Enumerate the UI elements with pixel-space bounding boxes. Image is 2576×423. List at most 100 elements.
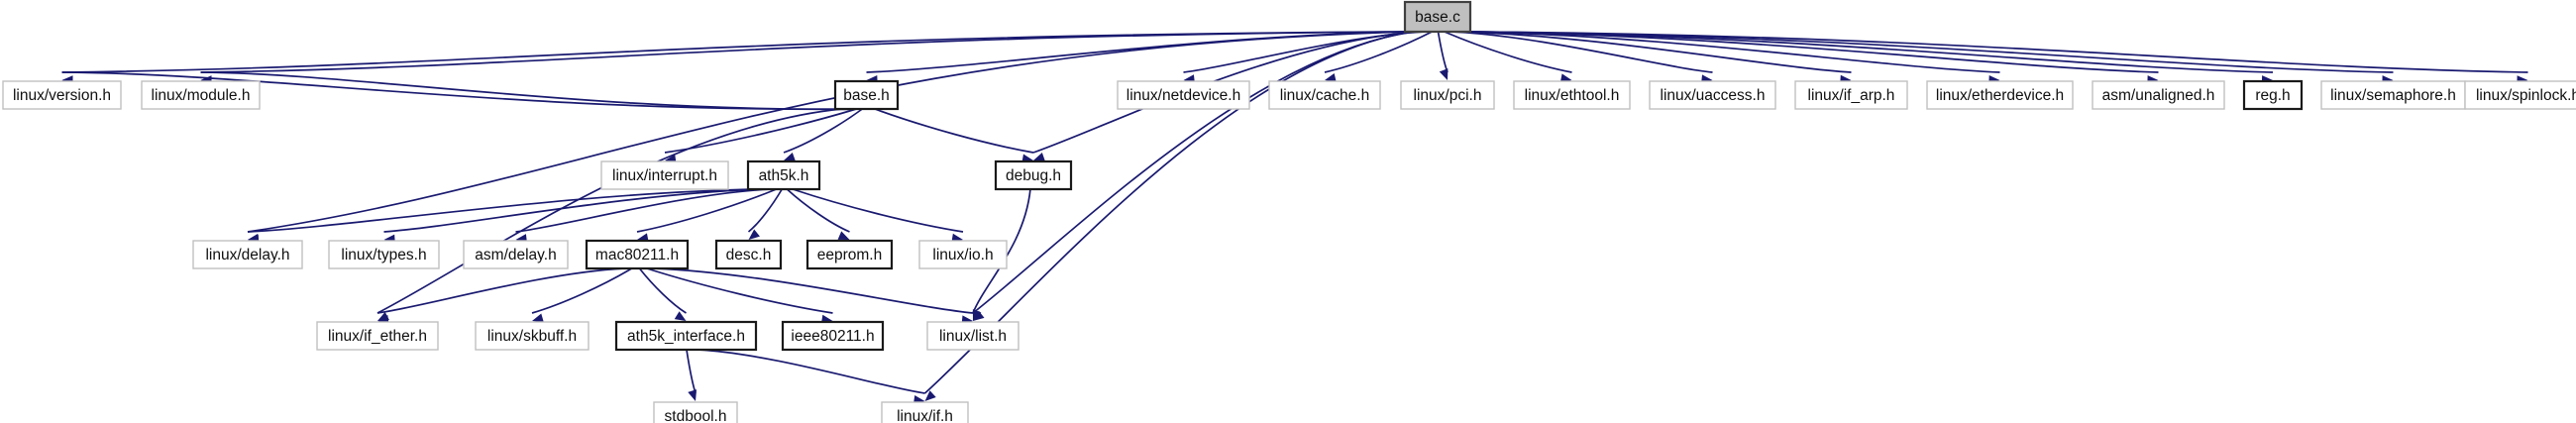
graph-node-base-h[interactable]: base.h <box>833 79 900 111</box>
graph-node-reg-h[interactable]: reg.h <box>2242 79 2304 111</box>
node-box[interactable] <box>1268 80 1381 110</box>
graph-node-types-h[interactable]: linux/types.h <box>328 240 440 269</box>
node-label: eeprom.h <box>817 247 882 264</box>
node-box[interactable] <box>614 320 758 352</box>
graph-node-module-h[interactable]: linux/module.h <box>141 80 261 110</box>
dependency-edge <box>61 31 1409 73</box>
graph-node-semaphore-h[interactable]: linux/semaphore.h <box>2320 80 2466 110</box>
dependency-edge <box>531 267 633 314</box>
node-box[interactable] <box>192 240 303 269</box>
graph-node-etherdevice-h[interactable]: linux/etherdevice.h <box>1926 80 2074 110</box>
node-box[interactable] <box>600 160 729 190</box>
node-label: linux/spinlock.h <box>2476 87 2576 104</box>
node-box[interactable] <box>1403 0 1472 34</box>
dependency-edge <box>1437 31 1449 73</box>
graph-node-spinlock-h[interactable]: linux/spinlock.h <box>2464 80 2576 110</box>
node-label: linux/uaccess.h <box>1661 87 1766 104</box>
dependency-edge <box>792 188 964 233</box>
node-label: linux/types.h <box>341 247 426 264</box>
dependency-edge <box>383 188 764 233</box>
graph-node-pci-h[interactable]: linux/pci.h <box>1400 80 1495 110</box>
graph-node-unaligned-h[interactable]: asm/unaligned.h <box>2092 80 2225 110</box>
node-box[interactable] <box>714 239 783 270</box>
graph-node-list-h[interactable]: linux/list.h <box>926 321 1020 351</box>
node-box[interactable] <box>585 239 690 270</box>
node-label: ieee80211.h <box>791 328 874 345</box>
node-box[interactable] <box>1117 80 1250 110</box>
dependency-edge <box>638 267 687 314</box>
node-box[interactable] <box>141 80 261 110</box>
node-box[interactable] <box>463 240 569 269</box>
graph-node-mac80211-h[interactable]: mac80211.h <box>585 239 690 270</box>
dependency-edge <box>1444 31 1572 73</box>
node-label: linux/interrupt.h <box>612 167 717 184</box>
node-box[interactable] <box>2092 80 2225 110</box>
node-box[interactable] <box>746 159 821 191</box>
node-label: ath5k.h <box>759 167 809 184</box>
graph-node-uaccess-h[interactable]: linux/uaccess.h <box>1649 80 1776 110</box>
dependency-edge <box>1466 31 2528 73</box>
graph-node-cache-h[interactable]: linux/cache.h <box>1268 80 1381 110</box>
node-label: linux/module.h <box>152 87 251 104</box>
node-box[interactable] <box>328 240 440 269</box>
node-box[interactable] <box>781 320 885 352</box>
node-box[interactable] <box>1649 80 1776 110</box>
edge-arrowhead <box>674 311 687 321</box>
node-label: base.h <box>843 87 890 104</box>
node-box[interactable] <box>2242 79 2304 111</box>
graph-node-version-h[interactable]: linux/version.h <box>2 80 122 110</box>
node-box[interactable] <box>1794 80 1908 110</box>
graph-node-interrupt-h[interactable]: linux/interrupt.h <box>600 160 729 190</box>
graph-node-ath5k-h[interactable]: ath5k.h <box>746 159 821 191</box>
dependency-edge <box>646 267 833 314</box>
node-label: linux/cache.h <box>1280 87 1369 104</box>
graph-node-if-ether-h[interactable]: linux/if_ether.h <box>316 321 439 351</box>
graph-node-desc-h[interactable]: desc.h <box>714 239 783 270</box>
edge-arrowhead <box>924 390 936 401</box>
node-box[interactable] <box>475 321 590 351</box>
graph-node-asm-delay-h[interactable]: asm/delay.h <box>463 240 569 269</box>
graph-node-if-arp-h[interactable]: linux/if_arp.h <box>1794 80 1908 110</box>
dependency-edge <box>636 188 777 233</box>
node-box[interactable] <box>918 240 1008 269</box>
dependency-edge <box>874 108 1034 154</box>
dependency-edge <box>1450 31 1713 73</box>
graph-node-eeprom-h[interactable]: eeprom.h <box>805 239 894 270</box>
node-box[interactable] <box>2464 80 2576 110</box>
edge-arrowhead <box>972 309 982 321</box>
node-box[interactable] <box>316 321 439 351</box>
graph-node-stdbool-h[interactable]: stdbool.h <box>653 401 738 423</box>
graph-node-if-h[interactable]: linux/if.h <box>881 401 969 423</box>
node-box[interactable] <box>653 401 738 423</box>
graph-node-skbuff-h[interactable]: linux/skbuff.h <box>475 321 590 351</box>
node-box[interactable] <box>1400 80 1495 110</box>
node-label: linux/if_ether.h <box>328 328 427 345</box>
graph-node-ethtool-h[interactable]: linux/ethtool.h <box>1513 80 1631 110</box>
dependency-edge <box>1465 31 2000 73</box>
dependency-edge <box>247 188 757 233</box>
edge-arrowhead <box>688 389 698 401</box>
node-box[interactable] <box>2 80 122 110</box>
graph-node-netdevice-h[interactable]: linux/netdevice.h <box>1117 80 1250 110</box>
node-box[interactable] <box>805 239 894 270</box>
graph-node-io-h[interactable]: linux/io.h <box>918 240 1008 269</box>
dependency-edge <box>515 188 771 233</box>
node-box[interactable] <box>1513 80 1631 110</box>
node-box[interactable] <box>833 79 900 111</box>
graph-node-delay-h[interactable]: linux/delay.h <box>192 240 303 269</box>
graph-node-base-c[interactable]: base.c <box>1403 0 1472 34</box>
graph-node-ieee80211-h[interactable]: ieee80211.h <box>781 320 885 352</box>
graph-node-ath5k-interface-h[interactable]: ath5k_interface.h <box>614 320 758 352</box>
node-box[interactable] <box>994 159 1073 191</box>
node-box[interactable] <box>881 401 969 423</box>
dependency-edge <box>1457 31 1852 73</box>
node-label: linux/pci.h <box>1414 87 1482 104</box>
node-box[interactable] <box>926 321 1020 351</box>
graph-node-debug-h[interactable]: debug.h <box>994 159 1073 191</box>
node-label: mac80211.h <box>595 247 679 264</box>
dependency-edge <box>376 108 842 314</box>
node-box[interactable] <box>1926 80 2074 110</box>
edge-arrowhead <box>1033 153 1045 161</box>
